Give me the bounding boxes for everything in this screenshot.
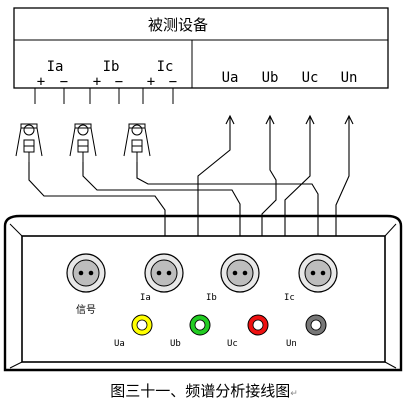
terminal-label-ub: Ub xyxy=(262,70,279,86)
port-ia[interactable] xyxy=(144,253,184,293)
arrow-heads xyxy=(225,114,354,125)
jack-ua[interactable] xyxy=(131,314,153,336)
caption-text: 图三十一、频谱分析接线图 xyxy=(110,382,290,400)
port-ib[interactable] xyxy=(220,253,260,293)
terminal-ib-minus: − xyxy=(115,74,123,90)
paragraph-mark-icon: ↵ xyxy=(290,389,298,399)
terminal-label-uc: Uc xyxy=(302,70,319,86)
port-label-signal: 信号 xyxy=(76,304,96,316)
jack-label-ua: Ua xyxy=(114,339,125,349)
port-ic[interactable] xyxy=(298,253,338,293)
jack-label-uc: Uc xyxy=(227,339,238,349)
jack-label-un: Un xyxy=(286,339,297,349)
clamp-ib-icon xyxy=(69,123,97,162)
terminal-label-ib: Ib xyxy=(103,59,120,75)
terminal-ib-plus: + xyxy=(93,74,101,90)
current-clamps xyxy=(15,123,151,162)
terminal-ic-minus: − xyxy=(169,74,177,90)
analyzer: 信号 Ia Ib Ic Ua Ub Uc Un xyxy=(3,214,403,372)
terminal-label-ia: Ia xyxy=(47,59,64,75)
port-label-ic: Ic xyxy=(284,293,295,303)
port-label-ib: Ib xyxy=(206,293,217,303)
terminal-label-ua: Ua xyxy=(222,70,239,86)
terminal-label-un: Un xyxy=(341,70,358,86)
figure-caption: 图三十一、频谱分析接线图↵ xyxy=(110,382,298,400)
device-under-test: 被测设备 Ia Ib Ic + − + − + − Ua Ub Uc Un xyxy=(13,7,389,104)
jack-un[interactable] xyxy=(305,314,327,336)
current-terminal-stubs xyxy=(34,88,174,104)
terminal-label-ic: Ic xyxy=(157,59,174,75)
terminal-ic-plus: + xyxy=(147,74,155,90)
device-title: 被测设备 xyxy=(148,16,208,34)
jack-label-ub: Ub xyxy=(170,339,181,349)
clamp-ia-icon xyxy=(15,123,43,162)
terminal-ia-minus: − xyxy=(60,74,68,90)
jack-ub[interactable] xyxy=(189,314,211,336)
port-label-ia: Ia xyxy=(140,293,151,303)
jack-uc[interactable] xyxy=(247,314,269,336)
clamp-ic-icon xyxy=(123,123,151,162)
port-signal[interactable] xyxy=(66,253,106,293)
terminal-ia-plus: + xyxy=(37,74,45,90)
